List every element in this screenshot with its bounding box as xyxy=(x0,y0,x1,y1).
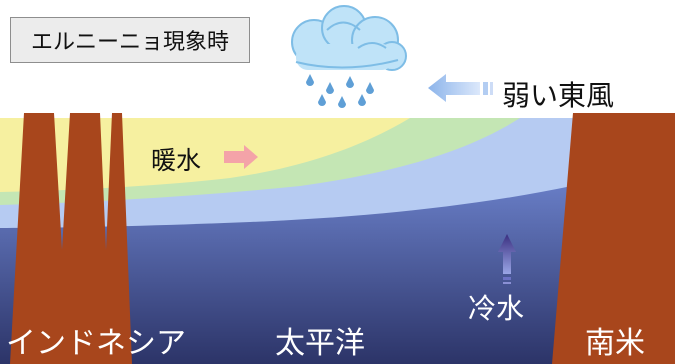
cold-water-arrow-icon xyxy=(498,234,516,284)
indonesia-label: インドネシア xyxy=(6,326,186,361)
cold-water-label: 冷水 xyxy=(468,292,525,325)
pacific-label: 太平洋 xyxy=(275,326,365,361)
south-america-label: 南米 xyxy=(585,326,645,361)
warm-water-label: 暖水 xyxy=(151,146,202,175)
weak-east-wind-label: 弱い東風 xyxy=(502,79,615,112)
south-america-landmass xyxy=(552,113,675,364)
warm-water-arrow-icon xyxy=(224,145,258,169)
indonesia-landmass xyxy=(10,113,132,364)
page-title: エルニーニョ現象時 xyxy=(10,17,250,63)
rain-cloud-icon xyxy=(291,5,407,108)
weak-wind-arrow-icon xyxy=(428,74,493,102)
